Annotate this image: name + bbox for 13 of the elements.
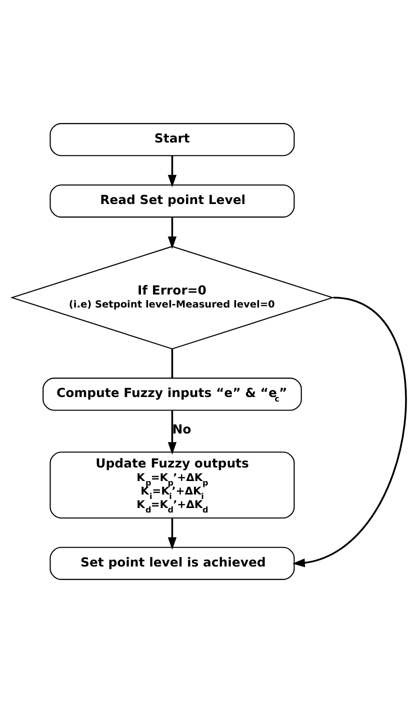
node-box: Compute Fuzzy inputs “e” & “e$_{c}$”: [42, 377, 302, 410]
arrow: [292, 296, 407, 567]
node-box: Read Set point Level: [50, 184, 295, 218]
node-box: Start: [50, 122, 295, 156]
arrow: [168, 518, 177, 550]
arrow: [168, 216, 177, 248]
node-box: Update Fuzzy outputs K$_{p}$=K$_{p}$’+ΔK$_{p}$ K$_{i}$=K$_{i}$’+ΔK$_{i}$ K$_{d}$=K$_{d}$’+ΔK$_{d}$: [50, 451, 295, 518]
arrow: [168, 410, 177, 454]
node-diamond: If Error=0 (i.e) Setpoint level-Measured level=0: [10, 245, 334, 349]
edge-label: No: [172, 421, 192, 436]
arrow: [168, 155, 177, 187]
node-box: Set point level is achieved: [50, 546, 295, 580]
connector: [171, 348, 174, 378]
